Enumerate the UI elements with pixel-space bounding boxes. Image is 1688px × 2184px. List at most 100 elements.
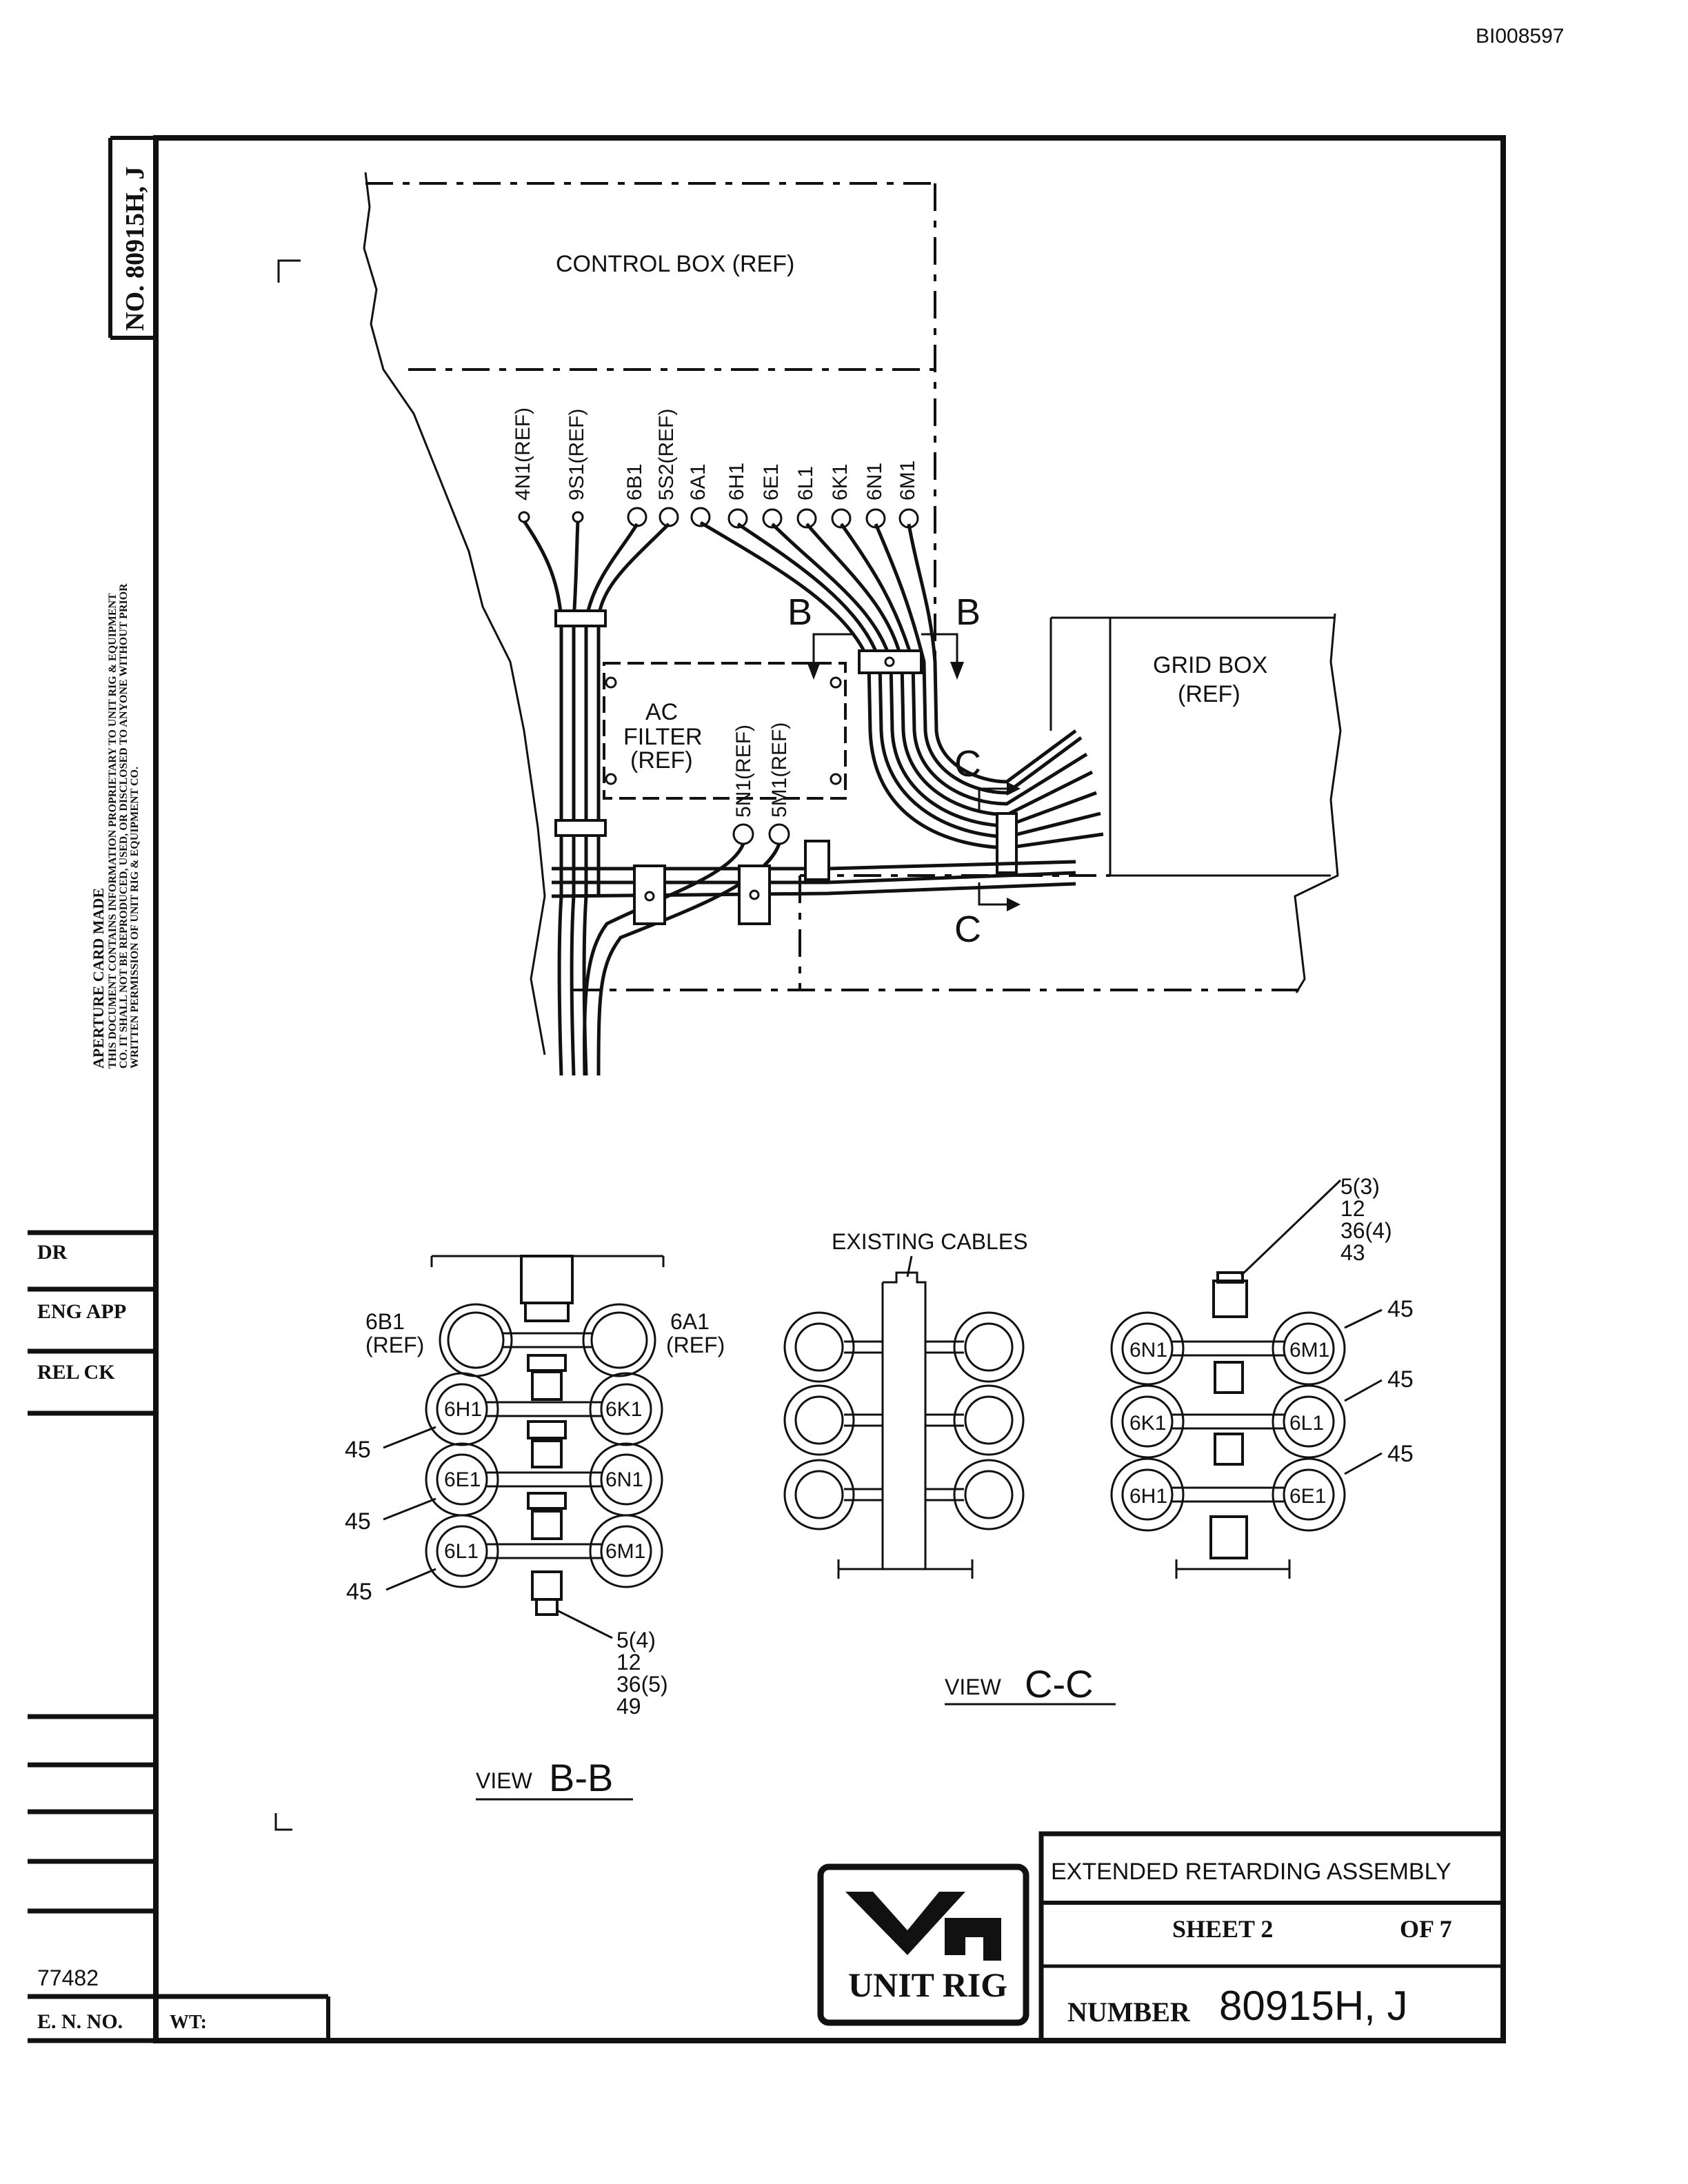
grid-box-label-line2: (REF) — [1178, 681, 1240, 707]
ac-filter-label-line1: AC — [645, 699, 678, 725]
cable-label-6a1: 6A1 — [687, 464, 710, 501]
clamp-row-4 — [425, 1510, 663, 1616]
right-clamp-row-3 — [1110, 1457, 1346, 1559]
section-c-top: C — [954, 743, 981, 785]
right-label-6h1: 6H1 — [1129, 1485, 1167, 1508]
bb-label-6a1: 6A1 — [670, 1309, 710, 1334]
view-c-c: EXISTING CABLES VIEW C-C — [783, 1229, 1116, 1706]
border-frame — [28, 135, 1506, 2043]
right-part-2: 12 — [1340, 1196, 1365, 1221]
cable-lugs — [518, 507, 919, 845]
view-b-b: 6B1 (REF) 6A1 (REF) 6H1 6K1 6E1 6N1 6L1 … — [345, 1255, 725, 1801]
bb-label-ref-left: (REF) — [365, 1333, 424, 1357]
right-label-6e1: 6E1 — [1289, 1485, 1326, 1508]
bb-part-2: 12 — [616, 1650, 641, 1675]
rel-ck-label: REL CK — [37, 1361, 115, 1384]
grid-box-outline — [1049, 613, 1342, 993]
drawing-title: EXTENDED RETARDING ASSEMBLY — [1051, 1859, 1451, 1885]
grid-box-label-line1: GRID BOX — [1153, 652, 1267, 678]
right-label-6n1: 6N1 — [1129, 1339, 1167, 1362]
proprietary-line-2: CO. IT SHALL NOT BE REPRODUCED, USED, OR… — [118, 583, 130, 1069]
dr-label: DR — [37, 1241, 68, 1264]
sidebar-drawing-number-group: NO. 80915H, J — [121, 166, 150, 331]
cable-bundle-lower — [551, 840, 1076, 1076]
bb-label-6b1-visible: 6B1 — [365, 1309, 405, 1334]
right-label-6k1: 6K1 — [1129, 1412, 1166, 1435]
document-id-code: BI008597 — [1476, 25, 1564, 48]
cable-label-6b1: 6B1 — [623, 464, 646, 501]
clamp-row-3 — [425, 1439, 663, 1517]
cc-clamps-left — [783, 1311, 883, 1530]
bb-label-6e1: 6E1 — [444, 1468, 481, 1491]
cc-view-word: VIEW — [945, 1675, 1002, 1699]
cable-label-6n1: 6N1 — [863, 463, 886, 501]
en-number-value: 77482 — [37, 1965, 99, 1990]
logo-text: UNIT RIG — [848, 1965, 1007, 2004]
cable-label-5n1: 5N1(REF) — [732, 725, 755, 818]
section-c-bottom: C — [954, 909, 981, 950]
number-value: 80915H, J — [1219, 1983, 1408, 2029]
cable-label-6h1: 6H1 — [725, 463, 748, 501]
ac-filter-label-line2: FILTER — [623, 724, 703, 750]
number-label: NUMBER — [1067, 1996, 1191, 2028]
section-b-right: B — [956, 592, 981, 633]
bb-label-6h1: 6H1 — [444, 1398, 482, 1421]
right-clamp-row-1 — [1110, 1311, 1346, 1394]
corner-mark — [277, 259, 301, 283]
sheet-number: SHEET 2 — [1172, 1915, 1273, 1943]
bb-label-ref-right: (REF) — [666, 1333, 725, 1357]
proprietary-line-1: THIS DOCUMENT CONTAINS INFORMATION PROPR… — [107, 593, 119, 1069]
existing-cables-label: EXISTING CABLES — [832, 1229, 1028, 1254]
ac-filter-outline — [603, 662, 847, 800]
cable-label-5s2: 5S2(REF) — [655, 409, 678, 501]
clamp-row-2 — [425, 1371, 663, 1446]
cc-clamps-right — [925, 1311, 1025, 1530]
unit-rig-logo: UNIT RIG — [817, 1863, 1029, 2026]
bb-view-word: VIEW — [476, 1768, 533, 1793]
clamp-row-1 — [439, 1303, 656, 1377]
cable-label-9s1: 9S1(REF) — [565, 409, 588, 501]
ac-filter-label-line3: (REF) — [630, 747, 693, 774]
section-marker-c: C C — [954, 743, 1021, 950]
right-part-4: 43 — [1340, 1240, 1365, 1265]
title-block: EXTENDED RETARDING ASSEMBLY SHEET 2 OF 7… — [1038, 1831, 1506, 2043]
proprietary-notice: APERTURE CARD MADE THIS DOCUMENT CONTAIN… — [90, 583, 141, 1069]
view-right-clamp-stack: 6N1 6M1 6K1 6L1 6H1 6E1 45 45 45 5(3) 12… — [1110, 1174, 1414, 1579]
right-callout-45-c: 45 — [1387, 1441, 1414, 1467]
bb-callout-45-b: 45 — [345, 1508, 371, 1535]
section-b-left: B — [787, 592, 812, 633]
cable-bundle-right — [699, 520, 1104, 874]
cable-label-4n1: 4N1(REF) — [512, 407, 534, 501]
eng-app-label: ENG APP — [37, 1300, 126, 1323]
control-box-outline — [363, 172, 936, 1055]
bb-label-6k1: 6K1 — [605, 1398, 642, 1421]
right-callout-45-b: 45 — [1387, 1366, 1414, 1393]
section-marker-b: B B — [787, 592, 981, 680]
corner-mark — [274, 1813, 292, 1831]
cable-labels-top: 4N1(REF) 9S1(REF) 6B1 5S2(REF) 6A1 6H1 6… — [512, 407, 919, 818]
bb-label-6l1: 6L1 — [444, 1540, 479, 1563]
bb-part-3: 36(5) — [616, 1672, 668, 1697]
right-clamp-row-2 — [1110, 1384, 1346, 1466]
bb-label-6n1: 6N1 — [605, 1468, 643, 1491]
main-assembly-view: CONTROL BOX (REF) GRID BOX (REF) AC FILT… — [274, 172, 1342, 1831]
cable-label-6m1: 6M1 — [896, 461, 919, 501]
bb-part-4: 49 — [616, 1694, 641, 1719]
bb-callout-45-c: 45 — [346, 1579, 372, 1605]
bb-view-letters: B-B — [549, 1756, 613, 1799]
cable-label-6k1: 6K1 — [829, 464, 852, 501]
en-number-label: E. N. NO. — [37, 2010, 123, 2033]
cable-label-5m1: 5M1(REF) — [768, 722, 791, 818]
sheet-total: OF 7 — [1400, 1915, 1452, 1943]
bb-callout-45-a: 45 — [345, 1437, 371, 1463]
cable-label-6e1: 6E1 — [760, 464, 783, 501]
right-callout-45-a: 45 — [1387, 1296, 1414, 1322]
bb-label-6m1: 6M1 — [605, 1540, 645, 1563]
aperture-card-title: APERTURE CARD MADE — [90, 888, 107, 1069]
right-label-6l1: 6L1 — [1289, 1412, 1324, 1435]
sidebar-drawing-number: NO. 80915H, J — [121, 166, 150, 331]
weight-label: WT: — [170, 2012, 207, 2033]
right-label-6m1: 6M1 — [1289, 1339, 1329, 1362]
logo-mark-left — [845, 1892, 965, 1955]
